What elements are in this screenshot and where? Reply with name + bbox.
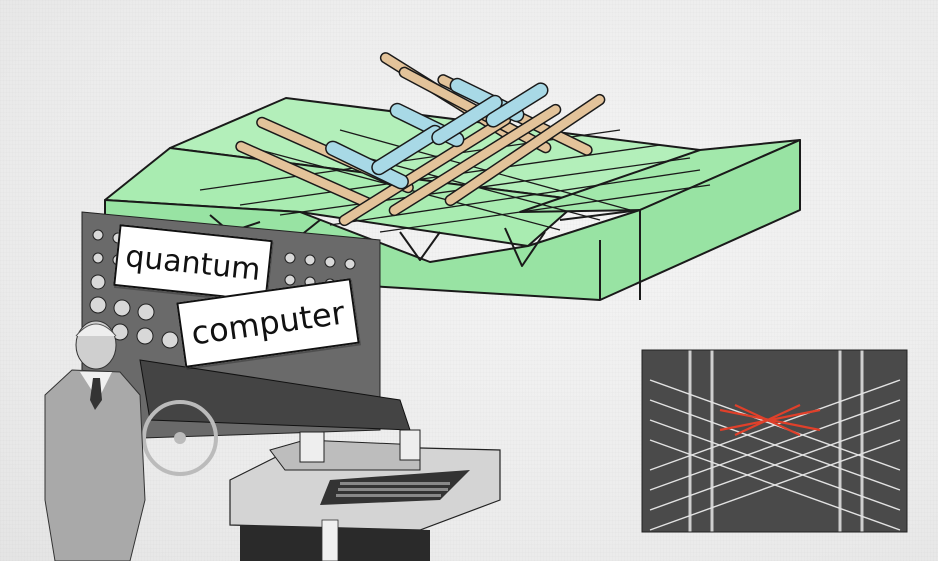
console-wheel (142, 400, 218, 476)
blue-rods (325, 77, 549, 190)
man-in-suit (44, 320, 146, 561)
highlighted-qubit-junction (719, 404, 821, 436)
